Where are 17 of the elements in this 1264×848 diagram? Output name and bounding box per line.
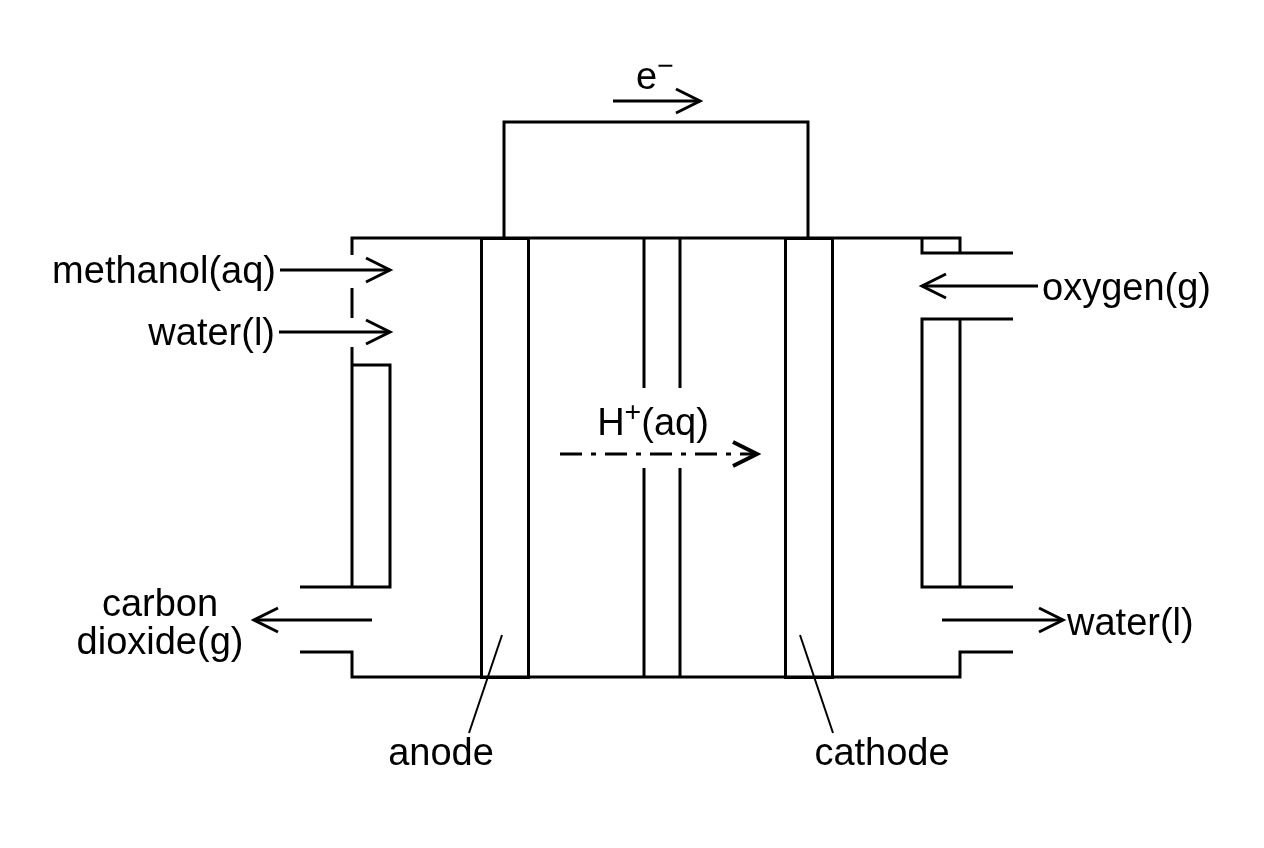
reactant-label: methanol(aq) (52, 251, 276, 289)
flow-arrow (280, 256, 392, 284)
product-label: water(l) (1067, 603, 1194, 641)
electrode-label: anode (388, 733, 494, 771)
electrode-plate (783, 236, 834, 679)
flow-arrow (942, 606, 1065, 634)
electrode-label: cathode (814, 733, 950, 771)
product-label: carbon dioxide(g) (70, 584, 250, 660)
reactant-label: water(l) (148, 313, 275, 351)
flow-arrow (252, 606, 372, 634)
flow-arrow (920, 272, 1038, 300)
flow-arrow (279, 318, 392, 346)
electron-label: e$^{−}$ (636, 57, 674, 95)
leader-line (468, 634, 503, 734)
ion-label: H$^{+}$(aq) (597, 403, 709, 441)
electrode-plate (479, 236, 530, 679)
reactant-label: oxygen(g) (1042, 268, 1211, 306)
